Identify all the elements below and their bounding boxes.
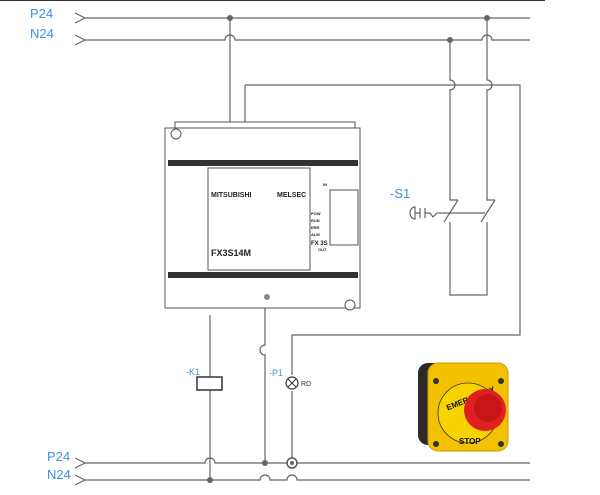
lamp-symbol xyxy=(285,376,299,390)
plc-out-label: OUT xyxy=(318,247,327,252)
wiring xyxy=(209,18,521,480)
emergency-switch-symbol xyxy=(409,199,496,223)
led-alm: ALM xyxy=(311,232,320,237)
emergency-stop-button: EMERGENCY STOP xyxy=(418,362,509,452)
plc-model: FX3S14M xyxy=(211,248,251,258)
plc-in-label: IN xyxy=(323,182,327,187)
estop-text-bottom: STOP xyxy=(459,437,481,446)
lamp-tag: -P1 xyxy=(269,368,283,378)
top-rails: P24 N24 xyxy=(30,6,530,46)
bottom-rails: P24 N24 xyxy=(47,449,530,486)
led-run: RUN xyxy=(311,218,320,223)
switch-s1: -S1 xyxy=(390,186,496,223)
led-err: ERR xyxy=(311,225,320,230)
relay-coil-symbol xyxy=(196,376,223,391)
lamp-color: RD xyxy=(301,381,311,388)
top-n24-label: N24 xyxy=(30,26,54,41)
relay-k1: -K1 xyxy=(186,367,223,391)
bottom-n24-label: N24 xyxy=(47,467,71,482)
plc-unit: MITSUBISHI MELSEC FX3S14M POW RUN ERR AL… xyxy=(164,121,361,311)
top-p24-label: P24 xyxy=(30,6,53,21)
bottom-p24-label: P24 xyxy=(47,449,70,464)
plc-series: MELSEC xyxy=(277,192,306,199)
lamp-p1: -P1 RD xyxy=(269,368,311,390)
relay-tag: -K1 xyxy=(186,367,200,377)
plc-brand: MITSUBISHI xyxy=(211,192,252,199)
led-pow: POW xyxy=(311,211,321,216)
plc-panel-model: FX 3S xyxy=(311,241,328,247)
switch-tag: -S1 xyxy=(390,186,410,201)
